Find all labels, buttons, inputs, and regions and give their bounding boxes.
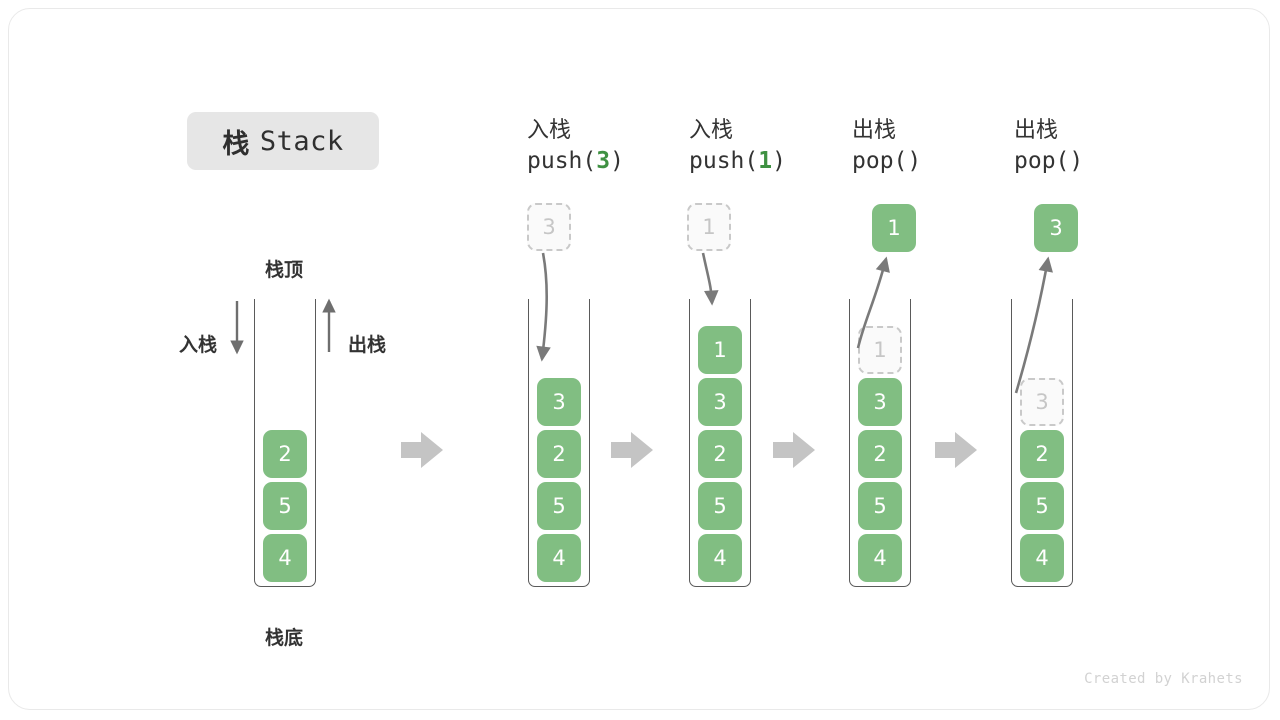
column-header-push-3: 入栈 push(3) bbox=[527, 116, 624, 177]
stack-slots-push-3: 4 5 2 3 bbox=[529, 378, 589, 582]
stack-slots-pop-3: 4 5 2 3 bbox=[1012, 378, 1072, 582]
stack-container-pop-1: 4 5 2 3 1 bbox=[849, 299, 911, 587]
column-fn-label: push(3) bbox=[527, 146, 624, 177]
stack-cell: 2 bbox=[1020, 430, 1064, 478]
column-header-push-1: 入栈 push(1) bbox=[689, 116, 786, 177]
flow-arrow-icon bbox=[611, 432, 653, 468]
stack-cell: 5 bbox=[263, 482, 307, 530]
stack-cell: 1 bbox=[698, 326, 742, 374]
stack-cell: 2 bbox=[698, 430, 742, 478]
stack-cell: 4 bbox=[537, 534, 581, 582]
stack-ghost-cell: 3 bbox=[1020, 378, 1064, 426]
column-op-label: 出栈 bbox=[852, 118, 897, 143]
stack-cell: 3 bbox=[858, 378, 902, 426]
fn-prefix: push( bbox=[527, 147, 597, 174]
column-op-label: 入栈 bbox=[689, 118, 734, 143]
push-1-motion-arrow bbox=[701, 252, 719, 306]
stack-cell: 5 bbox=[537, 482, 581, 530]
stack-cell: 2 bbox=[537, 430, 581, 478]
diagram-title: 栈 Stack bbox=[187, 112, 379, 170]
floating-ghost-cell-push-1: 1 bbox=[687, 203, 731, 251]
stack-ghost-cell: 1 bbox=[858, 326, 902, 374]
floating-ghost-cell-push-3: 3 bbox=[527, 203, 571, 251]
stack-container-push-1: 4 5 2 3 1 bbox=[689, 299, 751, 587]
stack-cell: 4 bbox=[263, 534, 307, 582]
column-fn-label: pop() bbox=[1014, 146, 1083, 177]
fn-suffix: ) bbox=[772, 147, 786, 174]
stack-container-push-3: 4 5 2 3 bbox=[528, 299, 590, 587]
flow-arrow-icon bbox=[935, 432, 977, 468]
stack-cell: 2 bbox=[858, 430, 902, 478]
stack-container-pop-3: 4 5 2 3 bbox=[1011, 299, 1073, 587]
stack-cell: 3 bbox=[698, 378, 742, 426]
flow-arrow-icon bbox=[773, 432, 815, 468]
stack-container-initial: 4 5 2 bbox=[254, 299, 316, 587]
stack-bottom-label: 栈底 bbox=[265, 627, 304, 649]
stack-cell: 2 bbox=[263, 430, 307, 478]
fn-suffix: ) bbox=[1069, 147, 1084, 174]
flow-arrow-icon bbox=[401, 432, 443, 468]
column-fn-label: pop() bbox=[852, 146, 921, 177]
fn-prefix: push( bbox=[689, 147, 759, 174]
stack-cell: 5 bbox=[1020, 482, 1064, 530]
stack-cell: 4 bbox=[698, 534, 742, 582]
column-header-pop-1: 出栈 pop() bbox=[852, 116, 921, 177]
stack-cell: 4 bbox=[858, 534, 902, 582]
stack-cell: 5 bbox=[858, 482, 902, 530]
title-en: Stack bbox=[259, 125, 344, 157]
fn-prefix: pop( bbox=[852, 147, 908, 174]
stack-cell: 4 bbox=[1020, 534, 1064, 582]
fn-arg: 1 bbox=[758, 147, 773, 174]
fn-arg: 3 bbox=[596, 147, 611, 174]
column-op-label: 入栈 bbox=[527, 118, 572, 143]
stack-cell: 5 bbox=[698, 482, 742, 530]
stack-slots-pop-1: 4 5 2 3 1 bbox=[850, 326, 910, 582]
fn-suffix: ) bbox=[610, 147, 624, 174]
stack-cell: 3 bbox=[537, 378, 581, 426]
fn-suffix: ) bbox=[907, 147, 922, 174]
stack-slots-push-1: 4 5 2 3 1 bbox=[690, 326, 750, 582]
push-direction-label: 入栈 bbox=[179, 334, 218, 356]
column-fn-label: push(1) bbox=[689, 146, 786, 177]
floating-popped-cell-3: 3 bbox=[1034, 204, 1078, 252]
stack-slots-initial: 4 5 2 bbox=[255, 430, 315, 582]
floating-popped-cell-1: 1 bbox=[872, 204, 916, 252]
column-op-label: 出栈 bbox=[1014, 118, 1059, 143]
diagram-card: 栈 Stack 栈顶 栈底 入栈 出栈 4 5 2 入栈 push(3) 3 4… bbox=[8, 8, 1270, 710]
title-cn: 栈 bbox=[222, 128, 250, 160]
fn-prefix: pop( bbox=[1014, 147, 1070, 174]
column-header-pop-3: 出栈 pop() bbox=[1014, 116, 1083, 177]
stack-top-label: 栈顶 bbox=[265, 259, 304, 281]
pop-direction-label: 出栈 bbox=[348, 334, 387, 356]
credit-label: Created by Krahets bbox=[1084, 671, 1243, 687]
